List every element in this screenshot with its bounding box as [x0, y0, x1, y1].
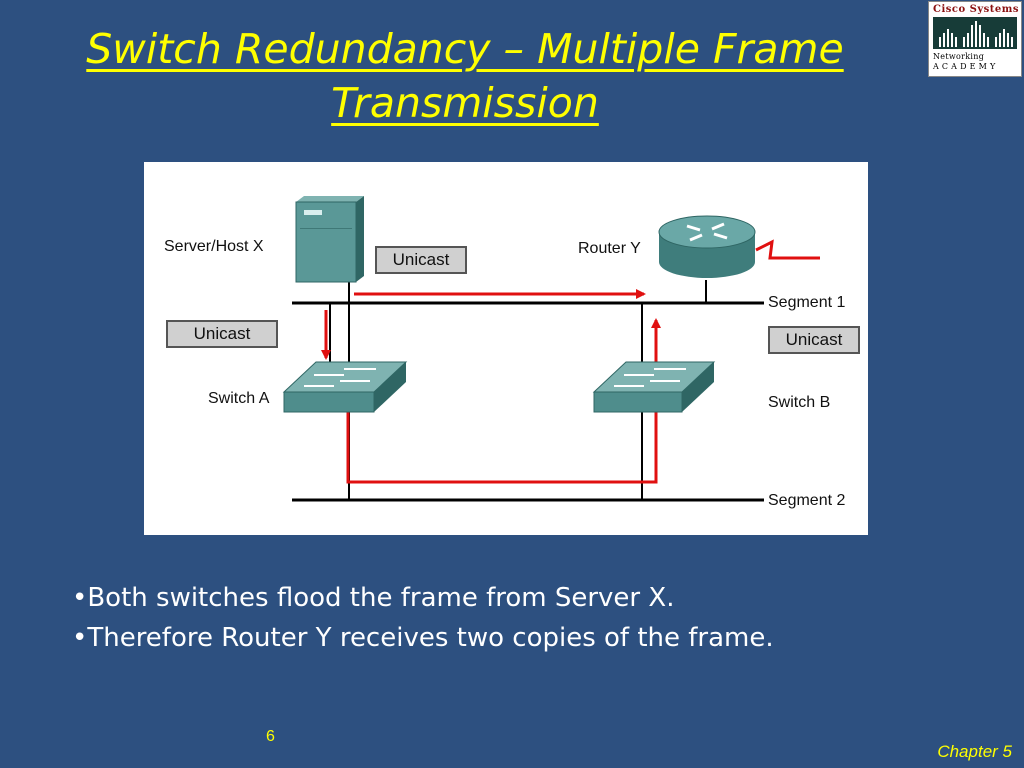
unicast-frame-top: Unicast	[375, 246, 467, 274]
server-icon	[295, 196, 364, 283]
router-y-label: Router Y	[578, 240, 641, 257]
logo-top-text: Cisco Systems	[933, 4, 1019, 15]
chapter-footer: Chapter 5	[937, 742, 1012, 761]
unicast-frame-left: Unicast	[166, 320, 278, 348]
switch-a-label: Switch A	[208, 390, 270, 407]
router-icon	[658, 215, 756, 278]
segment-1-label: Segment 1	[768, 294, 846, 311]
slide-title: Switch Redundancy – Multiple Frame Trans…	[0, 22, 930, 130]
title-line-1: Switch Redundancy – Multiple Frame	[86, 25, 844, 73]
segment-2-label: Segment 2	[768, 492, 846, 509]
server-host-x-label: Server/Host X	[164, 238, 264, 255]
logo-bottom-text: Networking A C A D E M Y	[933, 52, 996, 72]
bullet-item-2: •Therefore Router Y receives two copies …	[72, 623, 774, 653]
logo-bars-icon	[933, 17, 1017, 49]
switch-b-label: Switch B	[768, 394, 831, 411]
switch-b-icon	[592, 361, 716, 413]
logo-bottom-line-1: Networking	[933, 52, 985, 61]
bullet-item-1: •Both switches flood the frame from Serv…	[72, 583, 675, 613]
router-wan-link-icon	[755, 239, 820, 260]
title-line-2: Transmission	[331, 79, 599, 127]
switch-a-icon	[282, 361, 408, 413]
unicast-frame-right: Unicast	[768, 326, 860, 354]
cisco-networking-academy-logo: Cisco Systems Networking A C A D E M Y	[928, 1, 1022, 77]
network-diagram: Server/Host X Router Y Switch A Switch B…	[144, 162, 868, 535]
logo-bottom-line-2: A C A D E M Y	[933, 62, 996, 71]
bullet-list: •Both switches flood the frame from Serv…	[72, 578, 774, 658]
page-number: 6	[266, 728, 275, 745]
